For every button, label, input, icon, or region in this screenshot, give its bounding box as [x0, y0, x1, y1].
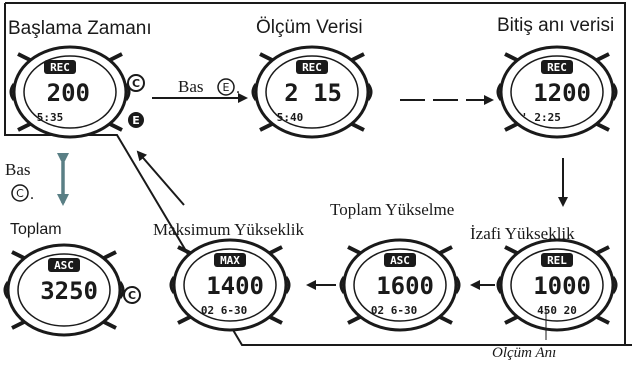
right-frame — [5, 2, 626, 345]
button-c-total: C — [123, 286, 141, 304]
label-measurement-data: Ölçüm Verisi — [256, 17, 363, 38]
watch-ascent: ASC 1600 02 6-30 — [339, 238, 461, 332]
watch-max-mode: MAX — [220, 254, 240, 267]
watch-end-value: 1200 — [533, 79, 591, 107]
button-e-press-suffix: . — [236, 80, 240, 97]
button-c-total-label: C — [128, 289, 136, 302]
watch-measure-value: 2 15 — [284, 79, 342, 107]
label-press-e: Bas — [178, 77, 204, 96]
label-total-ascent: Toplam Yükselme — [330, 200, 455, 219]
button-e-start: E — [128, 112, 144, 128]
label-end-data: Bitiş anı verisi — [497, 15, 615, 36]
watch-start-mode: REC — [50, 61, 70, 74]
left-bracket-frame — [4, 3, 632, 346]
button-e-press-label: E — [223, 81, 230, 94]
button-c-start-label: C — [132, 77, 140, 90]
label-start-time: Başlama Zamanı — [8, 18, 152, 39]
watch-start-value: 200 — [47, 79, 90, 107]
watch-relative-value: 1000 — [533, 272, 591, 300]
watch-total-mode: ASC — [54, 259, 74, 272]
watch-relative-sub: 450 20 — [537, 304, 577, 317]
label-relative-altitude: İzafi Yükseklik — [470, 224, 575, 243]
label-measurement-moment: Ölçüm Anı — [492, 345, 557, 361]
watch-max-sub: 02 6-30 — [201, 304, 247, 317]
button-e-start-label: E — [132, 114, 140, 127]
button-c-start: C — [127, 74, 145, 92]
watch-relative-mode: REL — [547, 254, 567, 267]
watch-max-value: 1400 — [206, 272, 264, 300]
label-max-altitude: Maksimum Yükseklik — [153, 220, 304, 239]
label-total: Toplam — [10, 221, 62, 238]
watch-ascent-sub: 02 6-30 — [371, 304, 417, 317]
button-c-press: C — [11, 184, 29, 202]
arrow-max-to-start — [136, 150, 185, 206]
watch-end-sub: ' 2:25 — [521, 111, 561, 124]
watch-relative: REL 1000 450 20 — [496, 238, 618, 332]
watch-start-sub: 5:35 — [37, 111, 64, 124]
button-e-press: E — [217, 78, 235, 96]
watch-measure-mode: REC — [302, 61, 322, 74]
watch-start: REC 200 5:35 — [9, 45, 131, 139]
button-c-press-suffix: . — [30, 186, 34, 203]
watch-end-mode: REC — [547, 61, 567, 74]
watch-measure-sub: 5:40 — [277, 111, 304, 124]
watch-max: MAX 1400 02 6-30 — [169, 238, 291, 332]
watch-total-value: 3250 — [40, 277, 98, 305]
watch-ascent-mode: ASC — [390, 254, 410, 267]
watch-total: ASC 3250 — [3, 243, 125, 337]
label-press-c: Bas — [5, 160, 31, 179]
button-c-press-label: C — [16, 187, 24, 200]
watch-ascent-value: 1600 — [376, 272, 434, 300]
watch-end: REC 1200 ' 2:25 — [496, 45, 618, 139]
watch-measure: REC 2 15 5:40 — [251, 45, 373, 139]
